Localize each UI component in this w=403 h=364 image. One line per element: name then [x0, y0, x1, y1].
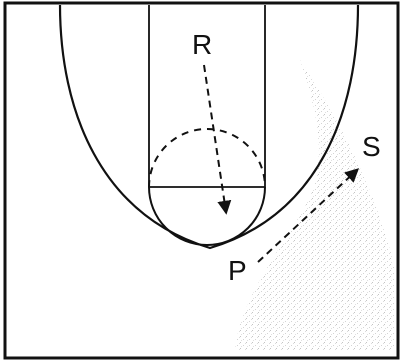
label-r: R	[192, 29, 212, 60]
free-throw-circle-dashed	[148, 128, 266, 188]
free-throw-circle-solid	[148, 186, 266, 246]
court-border	[3, 1, 400, 360]
three-point-arc	[58, 4, 360, 250]
label-p: P	[228, 255, 247, 286]
shaded-region	[235, 60, 395, 350]
label-s: S	[362, 131, 381, 162]
arrow-p-to-s	[257, 168, 360, 263]
arrow-r-path	[203, 64, 232, 215]
